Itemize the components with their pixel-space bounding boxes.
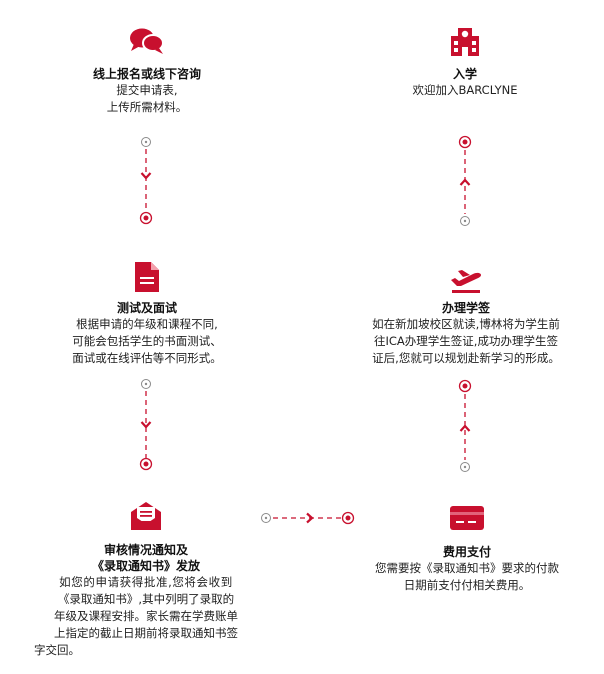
credit-card-icon [450, 506, 484, 530]
step-visa-title: 办理学签 [441, 301, 490, 315]
step-payment: 费用支付 您需要按《录取通知书》要求的付款 日期前支付付相关费用。 [352, 506, 582, 594]
step-visa-desc-line: 证后,您就可以规划赴新学习的形成。 [372, 351, 560, 365]
step-test-desc-line: 可能会包括学生的书面测试、 [72, 334, 222, 348]
step-review-desc-line: 年级及课程安排。家长需在学费账单 [54, 609, 238, 623]
step-review: 审核情况通知及 《录取通知书》发放 如您的申请获得批准,您将会收到 《录取通知书… [34, 500, 258, 659]
step-review-title: 审核情况通知及 [103, 543, 188, 557]
connector-visa-to-enroll [457, 134, 473, 228]
step-review-desc-line: 字交回。 [34, 643, 80, 657]
step-review-title: 《录取通知书》发放 [91, 559, 200, 573]
document-icon [135, 262, 159, 292]
step-visa: 办理学签 如在新加坡校区就读,博林将为学生前 往ICA办理学生签证,成功办理学生… [350, 268, 582, 367]
step-review-desc-line: 如您的申请获得批准,您将会收到 [59, 575, 233, 589]
connector-review-to-payment [260, 510, 360, 530]
chat-bubbles-icon [130, 28, 164, 54]
step-payment-desc-line: 日期前支付付相关费用。 [403, 578, 531, 592]
step-enroll-title: 入学 [452, 67, 477, 81]
connector-apply-to-test [138, 136, 154, 228]
connector-test-to-review [138, 378, 154, 474]
step-enroll: 入学 欢迎加入BARCLYNE [380, 26, 550, 99]
step-payment-title: 费用支付 [442, 545, 491, 559]
step-test-desc-line: 面试或在线评估等不同形式。 [72, 351, 222, 365]
step-review-desc-line: 《录取通知书》,其中列明了录取的 [57, 592, 235, 606]
step-test: 测试及面试 根据申请的年级和课程不同, 可能会包括学生的书面测试、 面试或在线评… [40, 262, 254, 367]
step-apply-desc-line: 上传所需材料。 [106, 100, 188, 114]
step-review-desc-line: 上指定的截止日期前将录取通知书签 [54, 626, 238, 640]
school-building-icon [451, 28, 479, 56]
step-payment-desc-line: 您需要按《录取通知书》要求的付款 [375, 561, 559, 575]
airplane-departure-icon [451, 270, 481, 293]
mail-envelope-icon [131, 502, 161, 530]
step-apply-title: 线上报名或线下咨询 [92, 67, 201, 81]
step-visa-desc-line: 往ICA办理学生签证,成功办理学生签 [374, 334, 558, 348]
connector-payment-to-visa [457, 378, 473, 474]
step-visa-desc-line: 如在新加坡校区就读,博林将为学生前 [372, 317, 560, 331]
step-test-title: 测试及面试 [116, 301, 177, 315]
step-test-desc-line: 根据申请的年级和课程不同, [76, 317, 218, 331]
step-apply-desc-line: 提交申请表, [116, 83, 178, 97]
step-apply: 线上报名或线下咨询 提交申请表, 上传所需材料。 [62, 26, 232, 116]
step-enroll-desc-line: 欢迎加入BARCLYNE [412, 83, 518, 97]
